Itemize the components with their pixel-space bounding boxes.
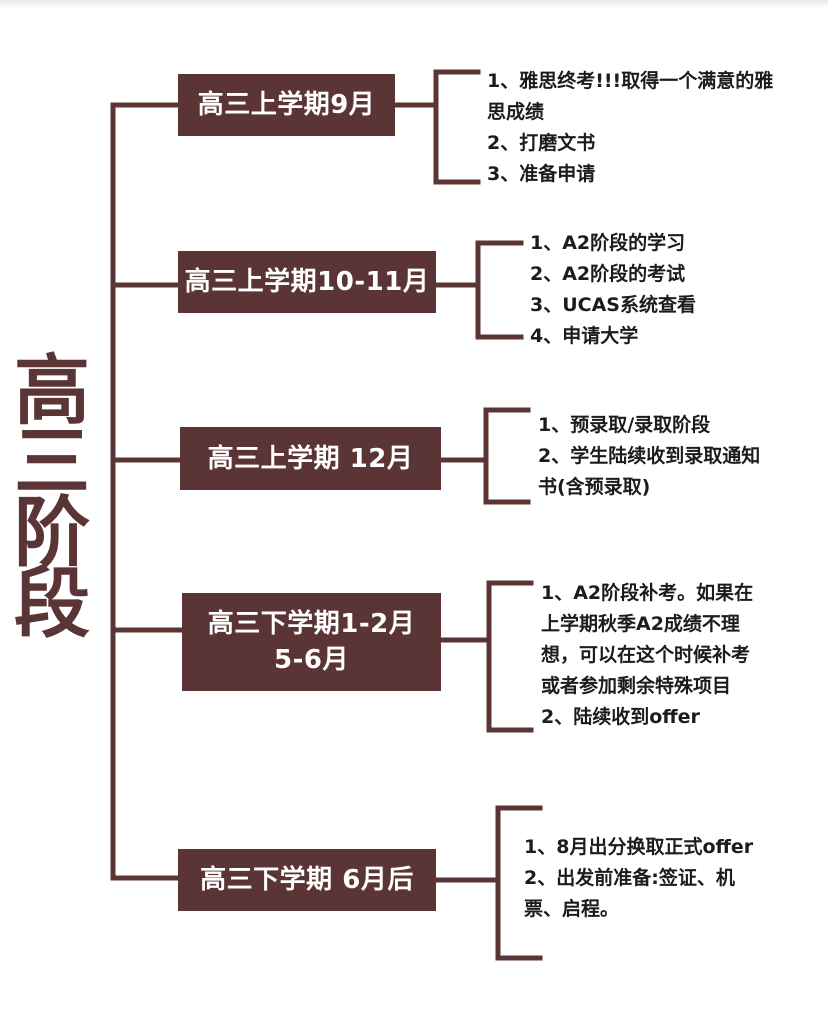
stage-box-sept: 高三上学期9月 <box>178 74 395 136</box>
note-line: 想，可以在这个时候补考 <box>541 644 751 666</box>
side-title-char: 高 <box>14 346 90 435</box>
side-title: 高 三 阶 段 <box>12 346 92 648</box>
bracket-3 <box>483 407 531 505</box>
note-line: 1、A2阶段的学习 <box>530 232 686 254</box>
stage-label: 高三上学期10-11月 <box>184 267 430 297</box>
stage-label: 高三下学期 6月后 <box>200 865 414 895</box>
note-line: 3、准备申请 <box>487 163 596 185</box>
stage-notes-dec: 1、预录取/录取阶段 2、学生陆续收到录取通知 书(含预录取) <box>538 410 760 503</box>
bracket-5 <box>495 805 543 961</box>
bracket-4 <box>486 580 534 733</box>
stage-label-line2: 5-6月 <box>274 645 349 675</box>
note-line: 2、A2阶段的考试 <box>530 263 686 285</box>
note-line: 1、预录取/录取阶段 <box>538 414 711 436</box>
note-line: 3、UCAS系统查看 <box>530 294 696 316</box>
stage-box-dec: 高三上学期 12月 <box>180 427 441 490</box>
note-line: 1、A2阶段补考。如果在 <box>541 582 754 604</box>
stage-box-after-june: 高三下学期 6月后 <box>178 849 436 911</box>
stage-label: 高三上学期 12月 <box>207 443 414 474</box>
side-title-char: 阶 <box>14 488 90 577</box>
bracket-2 <box>475 240 524 340</box>
stage-notes-jan-jun: 1、A2阶段补考。如果在 上学期秋季A2成绩不理 想，可以在这个时候补考 或者参… <box>541 578 753 733</box>
stage-box-oct-nov: 高三上学期10-11月 <box>178 251 436 313</box>
note-line: 上学期秋季A2成绩不理 <box>541 613 740 635</box>
note-line: 2、学生陆续收到录取通知 <box>538 445 761 467</box>
stage-box-jan-jun: 高三下学期1-2月 5-6月 <box>182 593 441 691</box>
note-line: 票、启程。 <box>524 898 620 920</box>
note-line: 2、打磨文书 <box>487 132 596 154</box>
side-title-char: 段 <box>14 559 90 648</box>
stage-notes-sept: 1、雅思终考!!!取得一个满意的雅 思成绩 2、打磨文书 3、准备申请 <box>487 66 773 190</box>
note-line: 或者参加剩余特殊项目 <box>541 675 732 697</box>
note-line: 2、陆续收到offer <box>541 706 700 728</box>
note-line: 4、申请大学 <box>530 325 639 347</box>
note-line: 书(含预录取) <box>538 476 651 498</box>
note-line: 2、出发前准备:签证、机 <box>524 867 735 889</box>
side-title-char: 三 <box>14 417 90 506</box>
stage-notes-after-june: 1、8月出分换取正式offer 2、出发前准备:签证、机 票、启程。 <box>524 832 753 925</box>
bracket-1 <box>433 69 481 185</box>
top-cropped-strip <box>0 0 828 8</box>
note-line: 1、8月出分换取正式offer <box>524 836 754 858</box>
stage-notes-oct-nov: 1、A2阶段的学习 2、A2阶段的考试 3、UCAS系统查看 4、申请大学 <box>530 228 696 352</box>
stage-label: 高三下学期1-2月 <box>207 609 416 639</box>
stage-label: 高三上学期9月 <box>197 90 376 120</box>
note-line: 思成绩 <box>487 101 545 123</box>
note-line: 1、雅思终考!!!取得一个满意的雅 <box>487 70 774 92</box>
